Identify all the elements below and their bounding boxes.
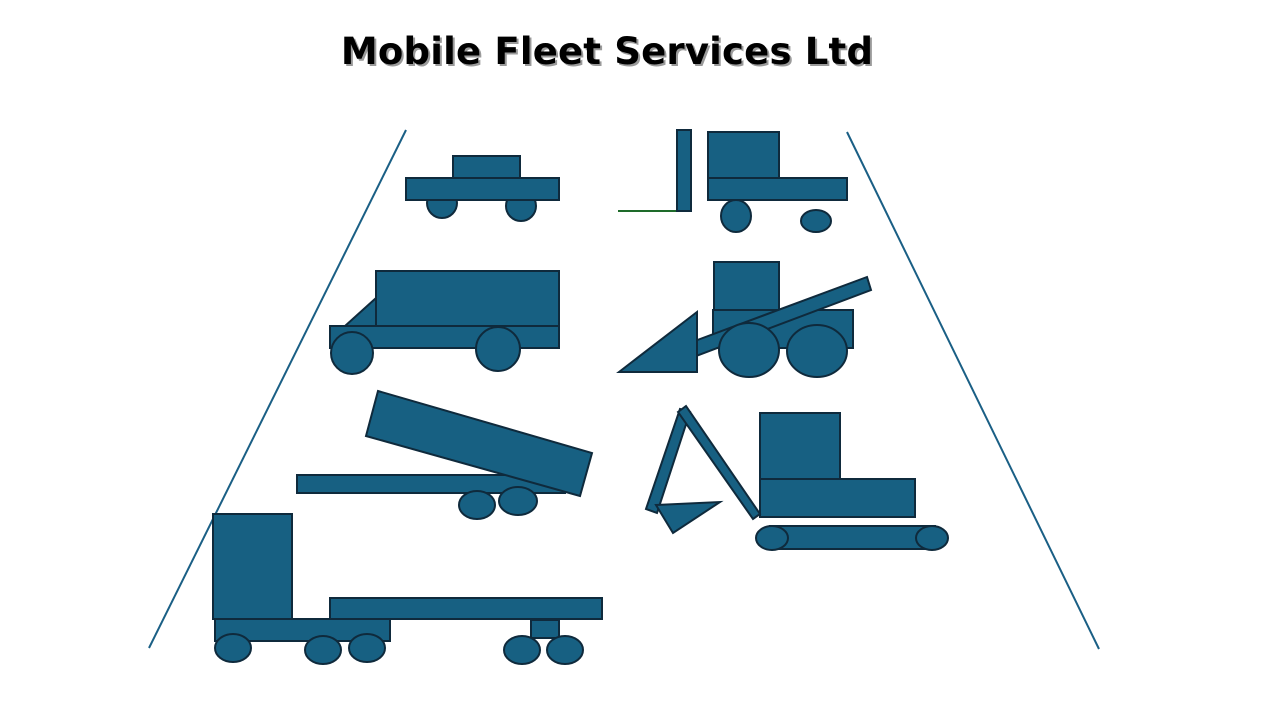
road-left-edge [148,129,407,649]
dump-truck-icon [296,389,594,520]
loader-icon [616,261,873,378]
road-right-edge [846,131,1100,650]
slide-title: Mobile Fleet Services Ltd [340,30,874,73]
forklift-icon [618,129,848,233]
car-icon [405,155,560,222]
semi-truck-icon [212,513,603,665]
truck-icon [329,270,560,375]
excavator-icon [644,404,949,551]
